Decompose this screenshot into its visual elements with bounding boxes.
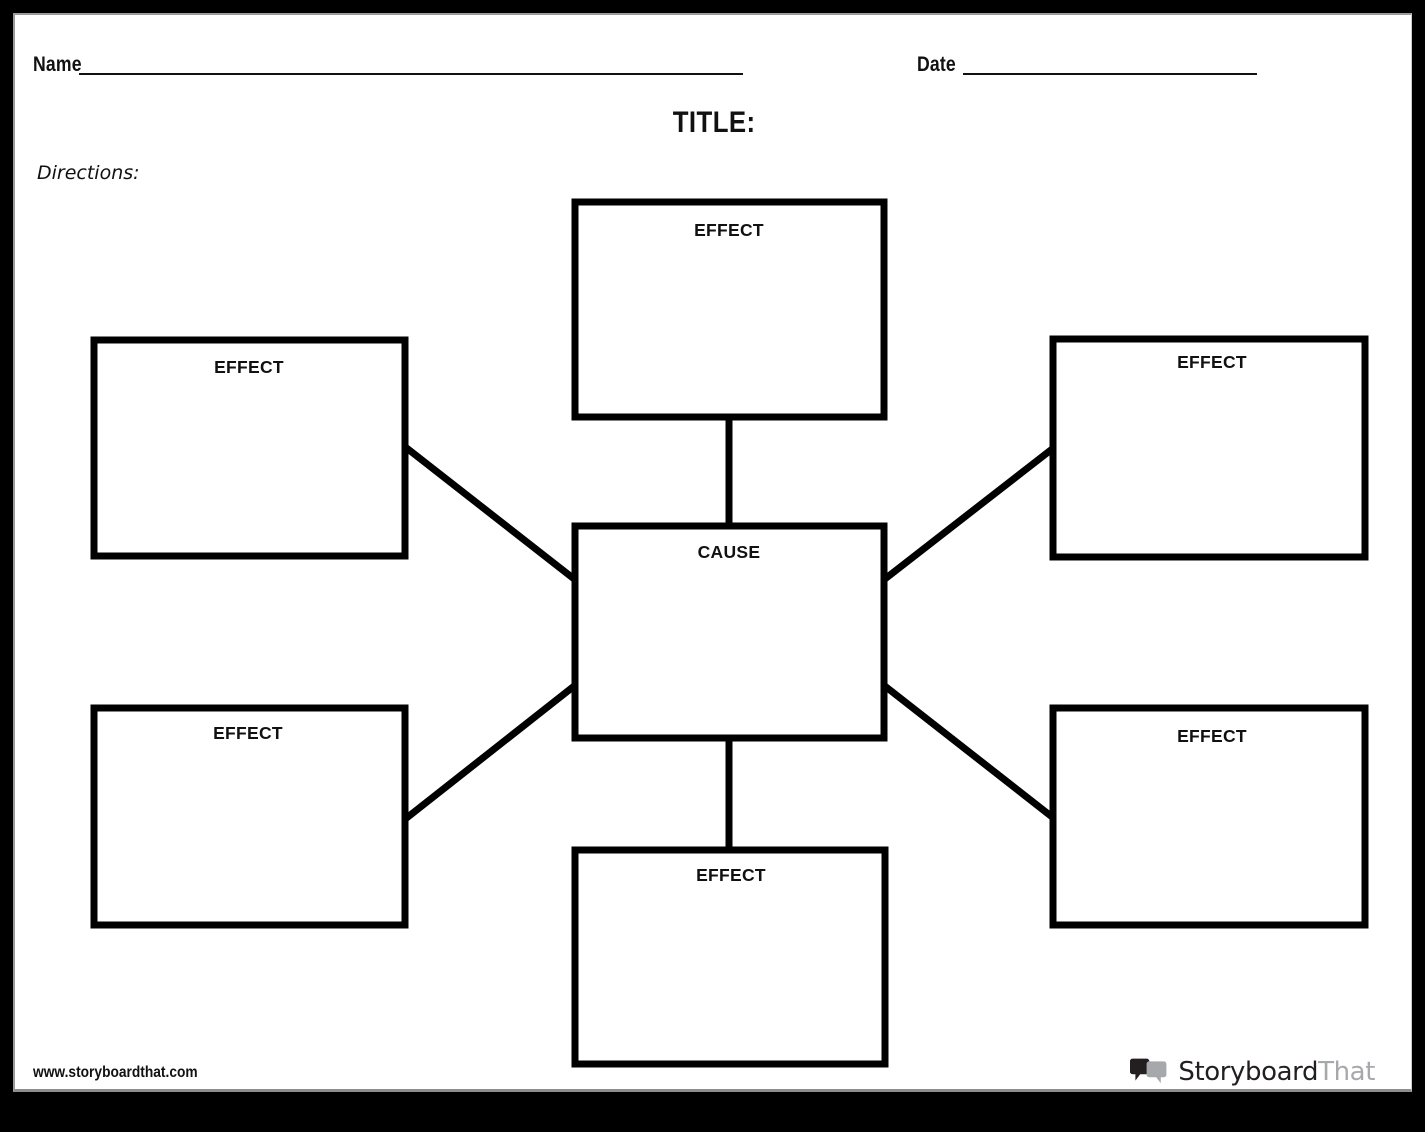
brand-wordmark: StoryboardThat — [1178, 1057, 1375, 1087]
effect-box-bottom[interactable]: EFFECT — [571, 846, 889, 1068]
effect-bottom-right-rect[interactable] — [1049, 704, 1369, 929]
effect-box-top-left[interactable]: EFFECT — [90, 336, 409, 560]
effect-bottom-left-rect[interactable] — [90, 704, 409, 929]
effect-top-left-label: EFFECT — [214, 357, 284, 377]
storyboardthat-logo[interactable]: StoryboardThat — [1129, 1057, 1375, 1087]
cause-and-effect-diagram: EFFECT EFFECT EFFECT CAUSE — [15, 15, 1411, 1089]
effect-bottom-rect[interactable] — [571, 846, 889, 1068]
name-write-in-line[interactable] — [79, 73, 743, 75]
worksheet-sheet: Name Date TITLE: Directions: — [13, 13, 1412, 1092]
connector-cause-to-effect-top-right — [878, 443, 1059, 585]
page-title: TITLE: — [15, 106, 1411, 140]
effect-bottom-right-label: EFFECT — [1177, 726, 1247, 746]
effect-top-left-rect[interactable] — [90, 336, 409, 560]
directions-label: Directions: — [37, 162, 140, 184]
cause-rect[interactable] — [571, 522, 888, 742]
brand-name-secondary: That — [1318, 1057, 1375, 1087]
brand-name-primary: Storyboard — [1178, 1057, 1319, 1087]
cause-box[interactable]: CAUSE — [571, 522, 888, 742]
connector-cause-to-effect-top-left — [401, 443, 581, 585]
effect-bottom-label: EFFECT — [696, 865, 766, 885]
speech-bubbles-icon — [1130, 1058, 1167, 1084]
date-label: Date — [917, 53, 956, 76]
site-url[interactable]: www.storyboardthat.com — [33, 1064, 198, 1081]
connector-cause-to-effect-bottom-left — [401, 680, 581, 823]
effect-top-label: EFFECT — [694, 220, 764, 240]
effect-top-right-rect[interactable] — [1049, 335, 1369, 561]
effect-box-bottom-right[interactable]: EFFECT — [1049, 704, 1369, 929]
effect-top-right-label: EFFECT — [1177, 352, 1247, 372]
page-title-text: TITLE: — [673, 106, 756, 139]
effect-bottom-left-label: EFFECT — [213, 723, 283, 743]
cause-label: CAUSE — [698, 542, 761, 562]
date-write-in-line[interactable] — [963, 73, 1257, 75]
effect-box-top[interactable]: EFFECT — [571, 198, 888, 421]
effect-top-rect[interactable] — [571, 198, 888, 421]
diagram-canvas: EFFECT EFFECT EFFECT CAUSE — [90, 198, 1369, 1068]
connector-group — [401, 415, 1059, 854]
name-label: Name — [33, 53, 82, 76]
connector-cause-to-effect-bottom-right — [878, 680, 1059, 823]
effect-box-bottom-left[interactable]: EFFECT — [90, 704, 409, 929]
effect-box-top-right[interactable]: EFFECT — [1049, 335, 1369, 561]
